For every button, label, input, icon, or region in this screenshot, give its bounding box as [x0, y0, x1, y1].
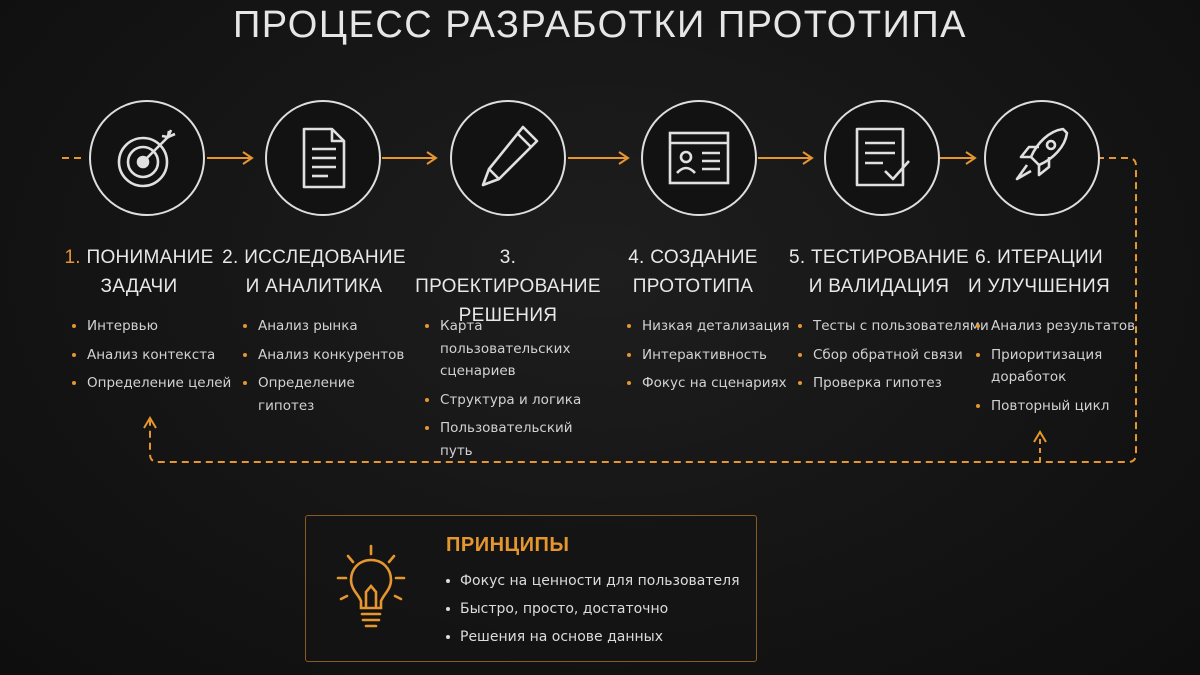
list-item: Решения на основе данных [446, 623, 740, 651]
step-6-title-line1: ИТЕРАЦИИ [997, 247, 1103, 268]
step-3-title: 3. ПРОЕКТИРОВАНИЕ РЕШЕНИЯ [408, 243, 608, 330]
step-1-title-line1: ПОНИМАНИЕ [86, 247, 214, 268]
step-1-list: Интервью Анализ контекста Определение це… [72, 315, 232, 401]
arrowhead-5-6 [965, 151, 977, 165]
list-item: Приоритизация доработок [976, 344, 1126, 389]
step-4-title-line2: ПРОТОТИПА [632, 276, 754, 297]
arrowhead-1-2 [242, 151, 254, 165]
loop-arrowhead-left [143, 416, 157, 429]
rocket-icon [983, 99, 1101, 217]
list-item: Фокус на сценариях [627, 372, 792, 395]
principles-list: Фокус на ценности для пользователя Быстр… [446, 567, 740, 651]
loop-arrowhead-right [1033, 430, 1047, 443]
list-item: Анализ контекста [72, 344, 232, 367]
step-6-title: 6. ИТЕРАЦИИ И УЛУЧШЕНИЯ [944, 243, 1134, 301]
list-item: Пользовательский путь [425, 417, 573, 462]
list-item: Определение гипотез [243, 372, 413, 417]
checklist-icon [823, 99, 941, 217]
step-5-list: Тесты с пользователями Сбор обратной свя… [798, 315, 989, 401]
step-6-title-line2: И УЛУЧШЕНИЯ [967, 276, 1111, 297]
step-1-number: 1. [64, 247, 81, 268]
step-2-number: 2. [222, 247, 239, 268]
step-2-list: Анализ рынка Анализ конкурентов Определе… [243, 315, 413, 423]
step-3-title-line2: РЕШЕНИЯ [458, 305, 558, 326]
arrowhead-3-4 [618, 151, 630, 165]
step-5-number: 5. [788, 247, 806, 268]
list-item: Низкая детализация [627, 315, 792, 338]
lightbulb-icon [336, 544, 406, 643]
feedback-loop-line [149, 157, 1137, 463]
step-4-title-line1: СОЗДАНИЕ [650, 247, 758, 268]
step-4-list: Низкая детализация Интерактивность Фокус… [627, 315, 792, 401]
document-icon [264, 99, 382, 217]
principles-title: ПРИНЦИПЫ [446, 534, 570, 556]
page-title: ПРОЦЕСС РАЗРАБОТКИ ПРОТОТИПА [232, 4, 967, 46]
step-3-number: 3. [499, 247, 517, 268]
list-item: Структура и логика [425, 389, 613, 412]
list-item: Интервью [72, 315, 232, 338]
step-2-title: 2. ИССЛЕДОВАНИЕ И АНАЛИТИКА [219, 243, 409, 301]
list-item: Анализ результатов [976, 315, 1135, 338]
step-5-title: 5. ТЕСТИРОВАНИЕ И ВАЛИДАЦИЯ [779, 243, 979, 301]
step-4-number: 4. [628, 247, 645, 268]
list-item: Интерактивность [627, 344, 792, 367]
step-5-title-line1: ТЕСТИРОВАНИЕ [811, 247, 970, 268]
list-item: Сбор обратной связи [798, 344, 973, 367]
arrowhead-4-5 [802, 151, 814, 165]
list-item: Анализ конкурентов [243, 344, 413, 367]
step-6-number: 6. [975, 247, 992, 268]
list-item: Анализ рынка [243, 315, 413, 338]
step-1-title-line2: ЗАДАЧИ [100, 276, 178, 297]
step-2-title-line1: ИССЛЕДОВАНИЕ [244, 247, 406, 268]
step-4-title: 4. СОЗДАНИЕ ПРОТОТИПА [598, 243, 788, 301]
list-item: Фокус на ценности для пользователя [446, 567, 740, 595]
list-item: Тесты с пользователями [798, 315, 989, 338]
list-item: Быстро, просто, достаточно [446, 595, 740, 623]
list-item: Повторный цикл [976, 395, 1126, 418]
list-item: Проверка гипотез [798, 372, 973, 395]
step-6-list: Анализ результатов Приоритизация доработ… [976, 315, 1135, 423]
step-5-title-line2: И ВАЛИДАЦИЯ [808, 276, 950, 297]
principles-box: ПРИНЦИПЫ Фокус на ценности для пользоват… [305, 515, 757, 662]
pencil-icon [449, 99, 567, 217]
step-2-title-line2: И АНАЛИТИКА [245, 276, 383, 297]
arrowhead-2-3 [426, 151, 438, 165]
step-1-title: 1. ПОНИМАНИЕ ЗАДАЧИ [44, 243, 234, 301]
list-item: Определение целей [72, 372, 232, 395]
step-3-list: Карта пользовательских сценариев Структу… [425, 315, 613, 468]
step-3-title-line1: ПРОЕКТИРОВАНИЕ [415, 276, 601, 297]
list-item: Карта пользовательских сценариев [425, 315, 613, 383]
target-icon [88, 99, 206, 217]
wireframe-icon [640, 99, 758, 217]
